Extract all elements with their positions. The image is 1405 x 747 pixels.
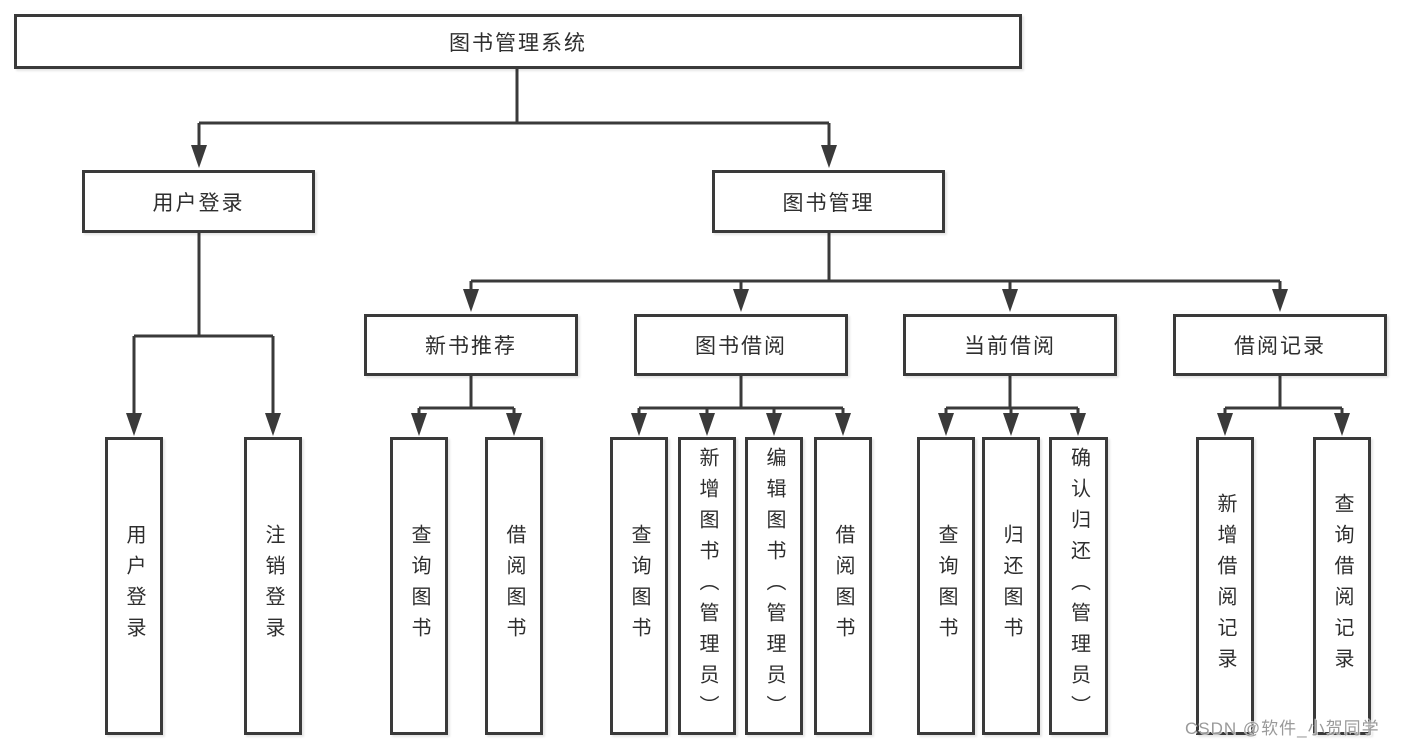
node-leaf-edit-books-admin: 编辑图书（管理员） [745, 437, 803, 735]
node-new-book-recommendation: 新书推荐 [364, 314, 578, 376]
arrowhead-icon [938, 413, 954, 436]
node-current-borrowing: 当前借阅 [903, 314, 1117, 376]
node-leaf-borrow-books: 借阅图书 [814, 437, 872, 735]
arrowhead-icon [265, 413, 281, 436]
node-leaf-add-borrow-record: 新增借阅记录 [1196, 437, 1254, 735]
arrowhead-icon [733, 289, 749, 312]
arrowhead-icon [835, 413, 851, 436]
node-leaf-user-login: 用户登录 [105, 437, 163, 735]
node-leaf-add-books-admin: 新增图书（管理员） [678, 437, 736, 735]
arrowhead-icon [126, 413, 142, 436]
node-leaf-query-books-current: 查询图书 [917, 437, 975, 735]
arrowhead-icon [1272, 289, 1288, 312]
watermark: CSDN @软件_小贺同学 [1185, 719, 1380, 738]
node-leaf-borrow-books-recommend: 借阅图书 [485, 437, 543, 735]
node-leaf-logout: 注销登录 [244, 437, 302, 735]
arrowhead-icon [699, 413, 715, 436]
arrowhead-icon [463, 289, 479, 312]
arrowhead-icon [766, 413, 782, 436]
arrowhead-icon [631, 413, 647, 436]
arrowhead-icon [191, 145, 207, 168]
arrowhead-icon [821, 145, 837, 168]
node-borrowing-records: 借阅记录 [1173, 314, 1387, 376]
arrowhead-icon [1003, 413, 1019, 436]
node-leaf-confirm-return-admin: 确认归还（管理员） [1049, 437, 1108, 735]
arrowhead-icon [506, 413, 522, 436]
node-book-borrowing: 图书借阅 [634, 314, 848, 376]
node-book-management: 图书管理 [712, 170, 945, 233]
arrowhead-icon [1334, 413, 1350, 436]
node-library-management-system: 图书管理系统 [14, 14, 1022, 69]
node-leaf-return-books: 归还图书 [982, 437, 1040, 735]
arrowhead-icon [1217, 413, 1233, 436]
node-leaf-query-books-recommend: 查询图书 [390, 437, 448, 735]
node-leaf-query-borrow-record: 查询借阅记录 [1313, 437, 1371, 735]
node-user-login: 用户登录 [82, 170, 315, 233]
arrowhead-icon [1070, 413, 1086, 436]
arrowhead-icon [411, 413, 427, 436]
arrowhead-icon [1002, 289, 1018, 312]
node-leaf-query-books-borrow: 查询图书 [610, 437, 668, 735]
